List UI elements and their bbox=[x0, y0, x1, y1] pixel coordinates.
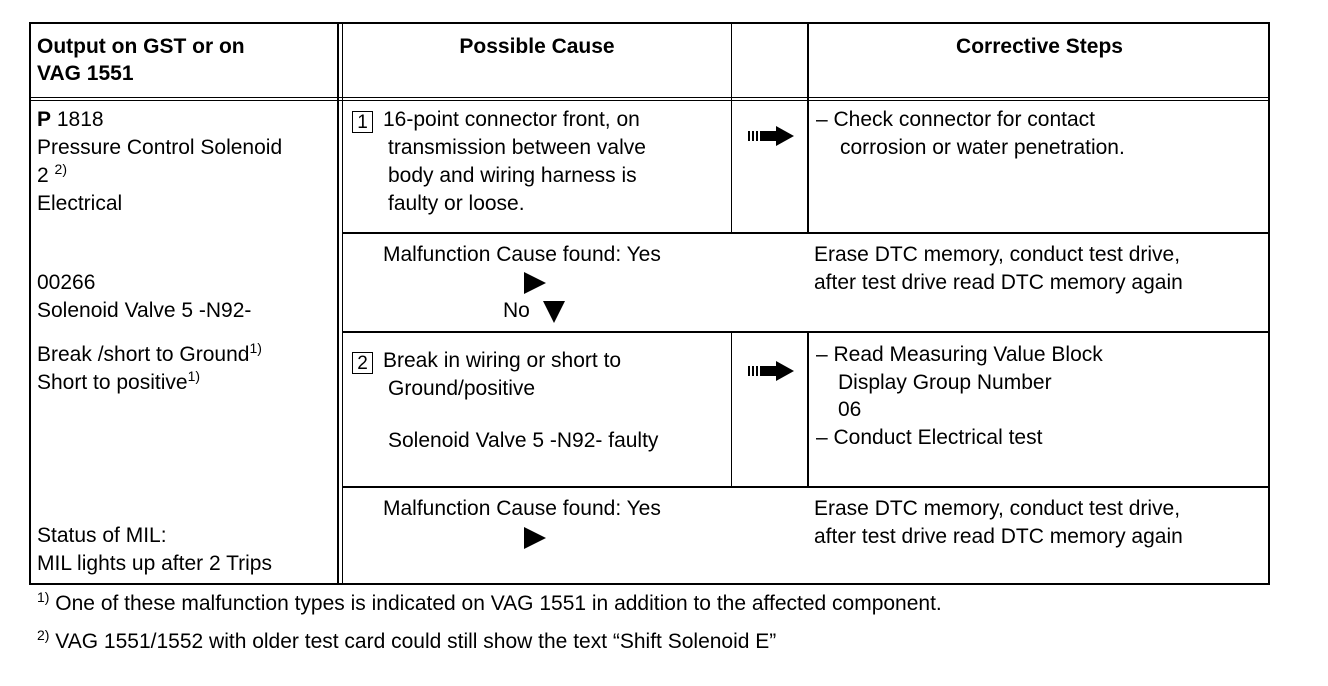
footnote-1: 1) One of these malfunction types is ind… bbox=[37, 589, 942, 615]
col3-divider-step1 bbox=[807, 100, 809, 232]
diagnostic-table bbox=[29, 22, 1270, 585]
no-arrow-icon bbox=[543, 301, 565, 323]
malfunction-types: Break /short to Ground1) Short to positi… bbox=[37, 340, 262, 394]
dtc-code: P 1818 bbox=[37, 108, 104, 131]
step2-bottom-line bbox=[343, 486, 1270, 488]
mil-status: Status of MIL: MIL lights up after 2 Tri… bbox=[37, 524, 272, 575]
col3-divider-header bbox=[807, 22, 809, 100]
header-corrective-steps: Corrective Steps bbox=[956, 35, 1123, 58]
step2-corrective: – Read Measuring Value Block Display Gro… bbox=[816, 343, 1103, 449]
step1-bottom-line bbox=[343, 232, 1270, 234]
result1-found: Malfunction Cause found: Yes bbox=[383, 243, 661, 266]
vag-code-block: 00266 Solenoid Valve 5 -N92- bbox=[37, 271, 252, 322]
col2-divider-header bbox=[731, 22, 732, 100]
header-possible-cause: Possible Cause bbox=[459, 35, 615, 58]
footnote-2: 2) VAG 1551/1552 with older test card co… bbox=[37, 627, 777, 653]
result2-found: Malfunction Cause found: Yes bbox=[383, 497, 661, 520]
output-description: P 1818 Pressure Control Solenoid 2 2) El… bbox=[37, 108, 283, 215]
step1-corrective: – Check connector for contact corrosion … bbox=[816, 108, 1125, 159]
result2-action: Erase DTC memory, conduct test drive, af… bbox=[814, 497, 1183, 548]
step-number-box: 2 bbox=[352, 352, 373, 374]
header-bottom-line-2 bbox=[29, 100, 1270, 101]
arrow-right-icon bbox=[748, 361, 794, 381]
col1-divider-a bbox=[337, 22, 339, 585]
result1-no: No bbox=[503, 299, 530, 322]
col2-divider-step2 bbox=[731, 333, 732, 486]
col2-divider-step1 bbox=[731, 100, 732, 232]
col3-divider-step2 bbox=[807, 333, 809, 486]
arrow-right-icon bbox=[748, 126, 794, 146]
header-output: Output on GST or on VAG 1551 bbox=[37, 35, 245, 85]
result1-action: Erase DTC memory, conduct test drive, af… bbox=[814, 243, 1183, 294]
result1-bottom-line bbox=[343, 331, 1270, 333]
col1-divider-b bbox=[342, 22, 343, 585]
header-bottom-line bbox=[29, 97, 1270, 98]
yes-arrow-icon bbox=[524, 527, 546, 549]
yes-arrow-icon bbox=[524, 272, 546, 294]
step-number-box: 1 bbox=[352, 111, 373, 133]
